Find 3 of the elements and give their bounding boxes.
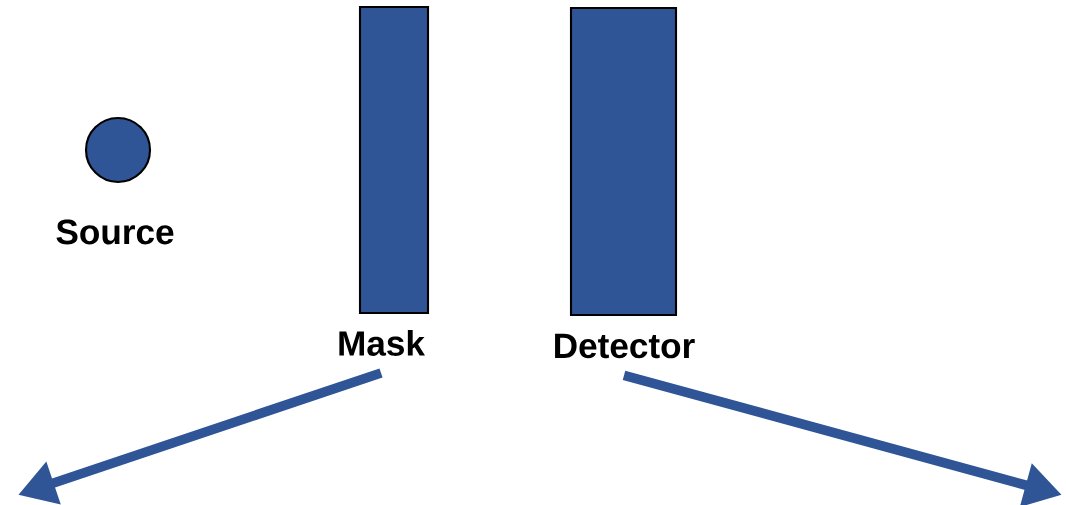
node-label: Source: [56, 219, 174, 245]
node-label: Mask: [339, 330, 425, 356]
node-label: Detector: [555, 333, 695, 359]
